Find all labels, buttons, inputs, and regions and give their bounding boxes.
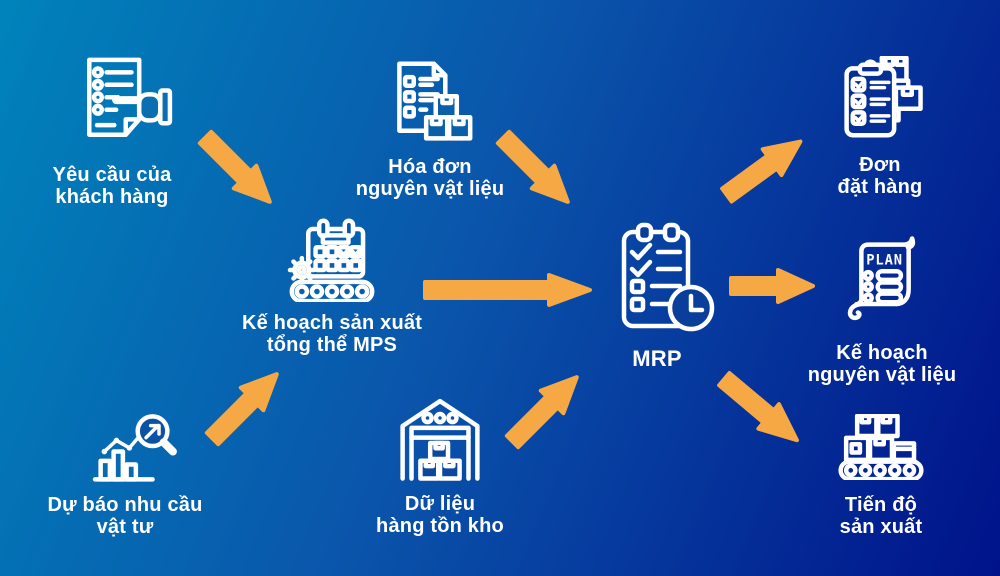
node-inventory: Dữ liệu hàng tồn kho [340, 394, 540, 537]
warehouse-icon [390, 394, 490, 483]
node-purchase-orders: Đơn đặt hàng [780, 56, 980, 198]
node-production-schedule: Tiến độ sản xuất [781, 414, 981, 538]
node-label: Kế hoạch sản xuất tổng thể MPS [241, 312, 423, 356]
order-clipboard-icon [828, 56, 933, 144]
node-material-plan: PLAN Kế hoạch nguyên vật liệu [782, 236, 982, 386]
plan-label: PLAN [866, 252, 903, 268]
node-label: MRP [632, 346, 682, 371]
node-label: Kế hoạch nguyên vật liệu [807, 342, 957, 386]
customer-request-icon [64, 56, 176, 152]
node-mps: Kế hoạch sản xuất tổng thể MPS [232, 218, 432, 356]
arrow-mrp-to-production [710, 363, 811, 456]
node-forecast: Dự báo nhu cầu vật tư [25, 408, 225, 538]
production-conveyor-icon [831, 414, 931, 480]
arrow-mps-to-mrp [423, 272, 593, 308]
node-label: Hóa đơn nguyên vật liệu [355, 156, 505, 200]
mps-calendar-gear-icon [282, 218, 382, 302]
node-customer-demand: Yêu cầu của khách hàng [12, 56, 212, 208]
node-bom: Hóa đơn nguyên vật liệu [330, 58, 530, 200]
node-label: Dữ liệu hàng tồn kho [376, 493, 504, 537]
plan-scroll-icon: PLAN [832, 236, 932, 322]
node-label: Tiến độ sản xuất [839, 494, 923, 538]
arrow-forecast-to-mps [198, 359, 293, 454]
arrow-bom-to-mrp [489, 123, 584, 218]
node-label: Dự báo nhu cầu vật tư [47, 494, 203, 538]
node-label: Đơn đặt hàng [837, 154, 923, 198]
mrp-checklist-clock-icon [610, 220, 715, 336]
arrow-customer-to-mps [191, 123, 286, 218]
bill-of-materials-icon [380, 58, 480, 146]
arrow-mrp-to-orders [714, 124, 814, 211]
arrow-mrp-to-material-plan [729, 267, 816, 305]
arrow-inventory-to-mrp [498, 362, 593, 457]
node-mrp: MRP [577, 220, 737, 370]
forecast-chart-icon [84, 408, 184, 484]
node-label: Yêu cầu của khách hàng [52, 164, 172, 208]
